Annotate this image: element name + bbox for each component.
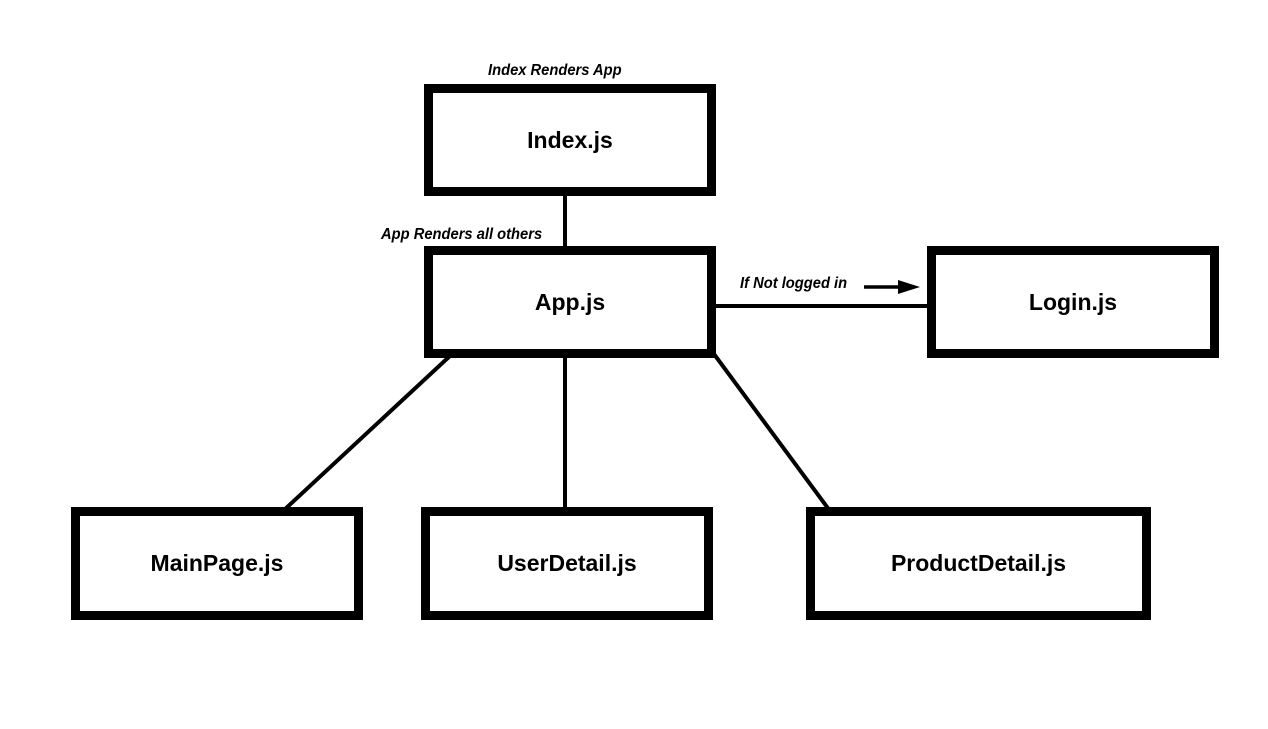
node-mainpage: MainPage.js [71,507,363,620]
annotation-if-not-logged-in: If Not logged in [740,275,848,292]
node-index: Index.js [424,84,716,196]
node-productdetail-label: ProductDetail.js [890,550,1067,576]
right-arrow-icon [864,280,920,294]
node-productdetail: ProductDetail.js [806,507,1151,620]
node-login: Login.js [927,246,1219,358]
node-login-label: Login.js [1028,288,1118,315]
node-app: App.js [424,246,716,358]
annotation-index-renders: Index Renders App [488,62,622,79]
node-userdetail: UserDetail.js [421,507,713,620]
connector-app-mainpage [281,353,453,513]
node-app-label: App.js [534,288,606,315]
node-userdetail-label: UserDetail.js [497,550,637,576]
annotation-app-renders: App Renders all others [381,226,543,243]
node-mainpage-label: MainPage.js [150,550,284,576]
node-index-label: Index.js [527,126,613,153]
connector-app-productdetail [709,348,832,513]
